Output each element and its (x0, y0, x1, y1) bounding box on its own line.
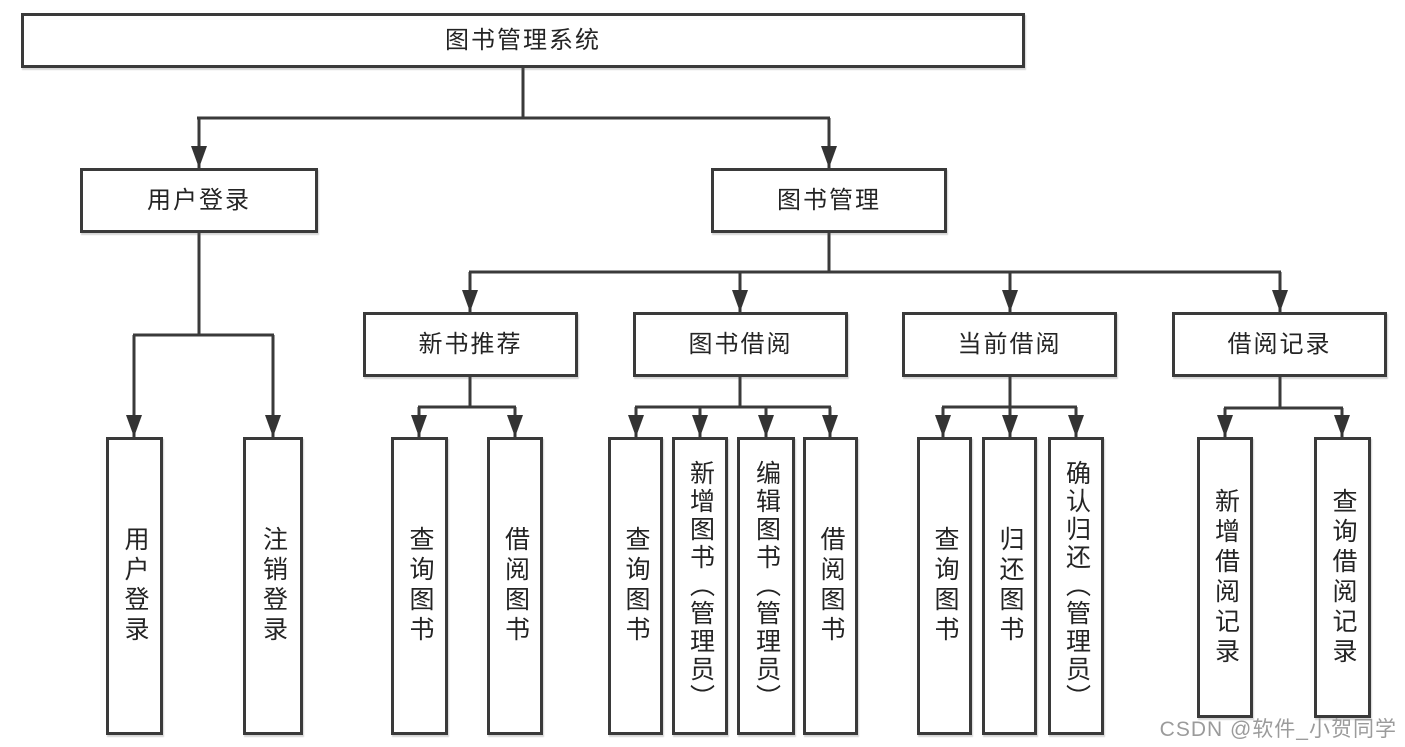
leaf-borrow-books-1-label: 借阅图书 (501, 526, 530, 646)
node-new-book-recommend-label: 新书推荐 (418, 330, 523, 358)
node-root: 图书管理系统 (21, 13, 1025, 68)
leaf-query-books-2: 查询图书 (608, 437, 663, 735)
node-current-borrowing-label: 当前借阅 (957, 330, 1062, 358)
leaf-borrow-books-2-label: 借阅图书 (817, 526, 845, 646)
leaf-edit-books-admin-label: 编辑图书（管理员） (752, 460, 781, 712)
leaf-query-books-1-label: 查询图书 (406, 526, 434, 646)
leaf-query-books-2-label: 查询图书 (622, 526, 650, 646)
node-book-management-label: 图书管理 (777, 186, 881, 214)
node-current-borrowing: 当前借阅 (902, 312, 1117, 377)
node-user-login: 用户登录 (80, 168, 318, 233)
leaf-return-books-label: 归还图书 (996, 526, 1024, 646)
leaf-add-borrow-record-label: 新增借阅记录 (1211, 487, 1240, 668)
node-new-book-recommend: 新书推荐 (363, 312, 578, 377)
leaf-return-books: 归还图书 (982, 437, 1037, 735)
leaf-add-books-admin: 新增图书（管理员） (672, 437, 728, 735)
node-book-borrowing-label: 图书借阅 (688, 330, 793, 358)
connector-book-management (469, 231, 1281, 274)
leaf-user-login-label: 用户登录 (121, 526, 149, 646)
leaf-add-borrow-record: 新增借阅记录 (1197, 437, 1253, 718)
leaf-query-books-3: 查询图书 (917, 437, 972, 735)
node-borrowing-records-label: 借阅记录 (1227, 330, 1332, 358)
connector-borrowing-records (1224, 375, 1343, 410)
connector-root (197, 66, 830, 120)
leaf-query-books-1: 查询图书 (391, 437, 448, 735)
leaf-confirm-return-admin: 确认归还（管理员） (1048, 437, 1104, 735)
node-book-management: 图书管理 (711, 168, 947, 233)
leaf-query-books-3-label: 查询图书 (931, 526, 959, 646)
node-user-login-label: 用户登录 (147, 186, 251, 214)
connector-user-login (133, 231, 274, 337)
node-book-borrowing: 图书借阅 (633, 312, 848, 377)
leaf-borrow-books-2: 借阅图书 (803, 437, 858, 735)
connector-current-borrowing (942, 375, 1077, 409)
watermark-text: CSDN @软件_小贺同学 (1159, 718, 1397, 741)
node-borrowing-records: 借阅记录 (1172, 312, 1387, 377)
leaf-logout-label: 注销登录 (259, 526, 288, 646)
connector-new-book-recommend (418, 375, 516, 409)
leaf-edit-books-admin: 编辑图书（管理员） (737, 437, 795, 735)
node-root-label: 图书管理系统 (445, 26, 601, 54)
leaf-borrow-books-1: 借阅图书 (487, 437, 543, 735)
leaf-logout: 注销登录 (243, 437, 303, 735)
leaf-user-login: 用户登录 (106, 437, 163, 735)
leaf-add-books-admin-label: 新增图书（管理员） (686, 460, 715, 712)
leaf-confirm-return-admin-label: 确认归还（管理员） (1062, 460, 1091, 712)
connector-book-borrowing (635, 375, 831, 409)
leaf-query-borrow-record-label: 查询借阅记录 (1329, 487, 1357, 668)
leaf-query-borrow-record: 查询借阅记录 (1314, 437, 1371, 718)
